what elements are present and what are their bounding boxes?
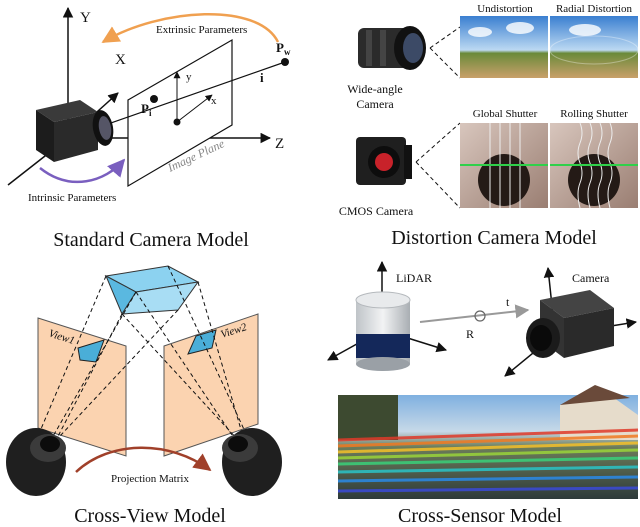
view2-projection <box>187 329 217 355</box>
wide-angle-lens-icon <box>358 26 426 70</box>
image-plane <box>127 38 233 188</box>
point-pi <box>150 95 158 103</box>
principal-point <box>173 118 181 126</box>
global-shutter-label: Global Shutter <box>473 108 538 120</box>
connector-wide-top <box>429 26 461 49</box>
caption-cross-sensor: Cross-Sensor Model <box>398 505 562 527</box>
wide-angle-label-2: Camera <box>356 97 394 111</box>
extrinsic-arrow <box>101 12 280 44</box>
undistortion-image <box>460 16 548 78</box>
standard-camera-model: Y X Z Image Plane y x Pi Pw i Extrinsic … <box>7 6 291 204</box>
projection-matrix-arrow <box>75 446 212 473</box>
intrinsic-arrow <box>39 158 126 184</box>
caption-standard: Standard Camera Model <box>53 229 249 251</box>
cross-view-model: View1 View2 Projection Matrix <box>6 265 282 496</box>
caption-distortion: Distortion Camera Model <box>391 227 597 249</box>
plane-x-axis <box>176 94 213 123</box>
caption-cross-view: Cross-View Model <box>74 505 226 527</box>
camera-icon <box>36 100 114 162</box>
camera-label: Camera <box>572 271 610 285</box>
axis-y-label: Y <box>80 10 91 26</box>
lidar-label: LiDAR <box>396 271 432 285</box>
axis-z-label: Z <box>275 136 284 152</box>
r-label: R <box>466 327 474 341</box>
plane-y-label: y <box>186 71 192 83</box>
wide-angle-label-1: Wide-angle <box>347 82 403 96</box>
lidar-projection-image <box>337 385 639 499</box>
rolling-shutter-label: Rolling Shutter <box>560 108 628 120</box>
connector-cmos-top <box>415 122 461 163</box>
connector-cmos-bottom <box>415 161 461 209</box>
plane-x-label: x <box>211 95 217 107</box>
t-label: t <box>506 295 510 309</box>
view2-camera-icon <box>222 428 282 496</box>
extrinsic-label: Extrinsic Parameters <box>156 24 247 36</box>
cmos-label: CMOS Camera <box>339 204 414 218</box>
pw-label: Pw <box>276 40 291 57</box>
view2-plane <box>163 313 259 457</box>
view1-camera-icon <box>6 428 66 496</box>
rolling-shutter-image <box>550 122 638 209</box>
radial-distortion-image <box>549 16 639 78</box>
pi-label: Pi <box>141 101 152 118</box>
intrinsic-label: Intrinsic Parameters <box>28 192 116 204</box>
transform-arrow <box>419 304 530 323</box>
view1-plane <box>37 317 127 457</box>
i-label: i <box>260 70 264 85</box>
lidar-icon <box>355 291 411 371</box>
distortion-camera-model: Wide-angle Camera Undistortion Radial Di… <box>339 3 639 218</box>
projection-matrix-label: Projection Matrix <box>111 473 189 485</box>
cross-sensor-model: LiDAR t R Camera <box>327 260 639 499</box>
undistortion-label: Undistortion <box>477 3 533 15</box>
radial-distortion-label: Radial Distortion <box>556 3 633 15</box>
projection-lines <box>37 265 249 441</box>
rotation-icon <box>474 310 486 322</box>
connector-wide-bottom <box>429 47 461 79</box>
global-shutter-image <box>460 123 548 208</box>
point-pw <box>281 58 289 66</box>
cmos-camera-icon <box>356 137 412 185</box>
camera-icon-right <box>526 290 614 358</box>
axis-x-label: X <box>115 52 126 68</box>
